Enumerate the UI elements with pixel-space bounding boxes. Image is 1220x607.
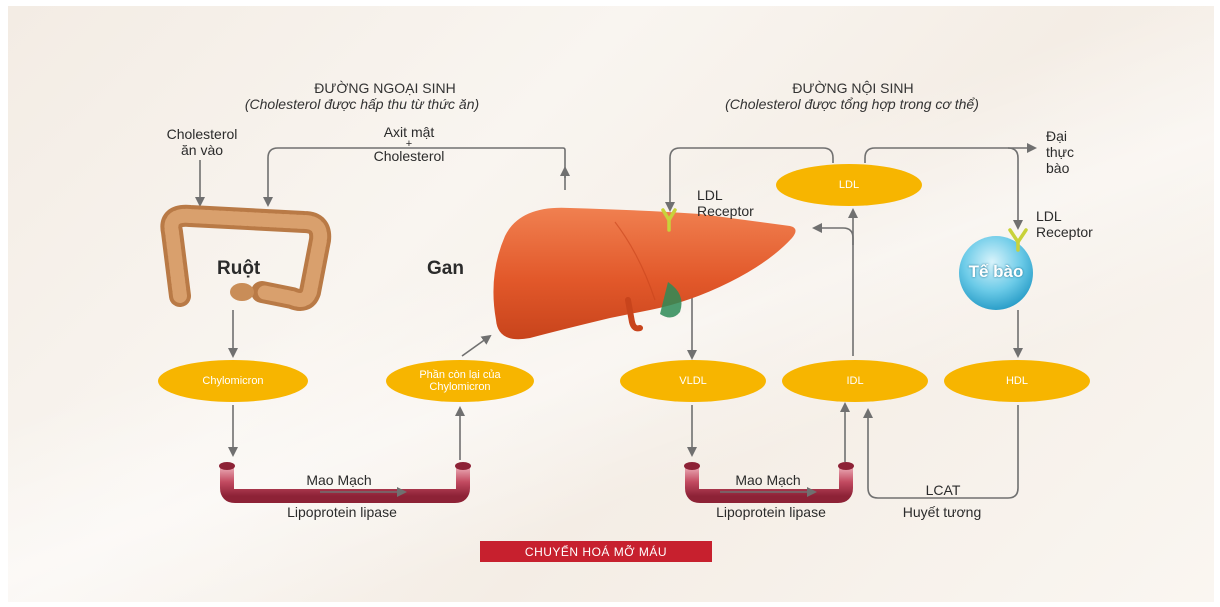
lipoprotein-lipase-left: Lipoprotein lipase — [287, 504, 397, 520]
macrophage-line1: Đại — [1046, 128, 1074, 144]
liver-label: Gan — [427, 258, 464, 280]
dietary-cholesterol-line1: Cholesterol — [167, 126, 238, 142]
vldl-node: VLDL — [620, 360, 766, 402]
arrow-idl-to-liver — [814, 228, 853, 245]
exogenous-subtitle: (Cholesterol được hấp thu từ thức ăn) — [245, 96, 479, 112]
ldl-receptor-cell-line2: Receptor — [1036, 224, 1093, 240]
bile-acid-line3: Cholesterol — [374, 150, 445, 162]
plasma-label: Huyết tương — [903, 504, 981, 520]
idl-node: IDL — [782, 360, 928, 402]
remnant-line1: Phần còn lại của — [419, 369, 500, 381]
arrow-ldl-to-cell — [1008, 148, 1018, 228]
remnant-line2: Chylomicron — [419, 381, 500, 393]
ldl-receptor-liver-label: LDL Receptor — [697, 187, 754, 219]
bile-acid-line1: Axit mật — [374, 126, 445, 138]
capillary-label-right: Mao Mạch — [735, 472, 800, 488]
lipoprotein-lipase-right: Lipoprotein lipase — [716, 504, 826, 520]
lcat-label: LCAT — [926, 482, 961, 498]
dietary-cholesterol-label: Cholesterol ăn vào — [167, 126, 238, 158]
macrophage-line3: bào — [1046, 160, 1074, 176]
remnant-node: Phần còn lại của Chylomicron — [386, 360, 534, 402]
capillary-label-left: Mao Mạch — [306, 472, 371, 488]
ldl-node: LDL — [776, 164, 922, 206]
endogenous-title: ĐƯỜNG NỘI SINH — [792, 80, 913, 96]
macrophage-label: Đại thực bào — [1046, 128, 1074, 176]
intestine-label: Ruột — [217, 258, 260, 280]
bile-acid-label: Axit mật + Cholesterol — [374, 126, 445, 162]
footer-title: CHUYỂN HOÁ MỠ MÁU — [480, 541, 712, 562]
ldl-receptor-liver-line2: Receptor — [697, 203, 754, 219]
ldl-receptor-cell-line1: LDL — [1036, 208, 1093, 224]
dietary-cholesterol-line2: ăn vào — [167, 142, 238, 158]
liver-illustration — [493, 208, 795, 339]
macrophage-line2: thực — [1046, 144, 1074, 160]
endogenous-subtitle: (Cholesterol được tổng hợp trong cơ thể) — [725, 96, 979, 112]
ldl-receptor-cell-label: LDL Receptor — [1036, 208, 1093, 240]
ldl-receptor-liver-line1: LDL — [697, 187, 754, 203]
arrow-ldl-to-macrophage — [865, 148, 1035, 163]
hdl-node: HDL — [944, 360, 1090, 402]
cell-label: Tế bào — [969, 262, 1024, 282]
chylomicron-node: Chylomicron — [158, 360, 308, 402]
arrow-remnant-to-liver — [462, 336, 490, 356]
exogenous-title: ĐƯỜNG NGOẠI SINH — [314, 80, 455, 96]
